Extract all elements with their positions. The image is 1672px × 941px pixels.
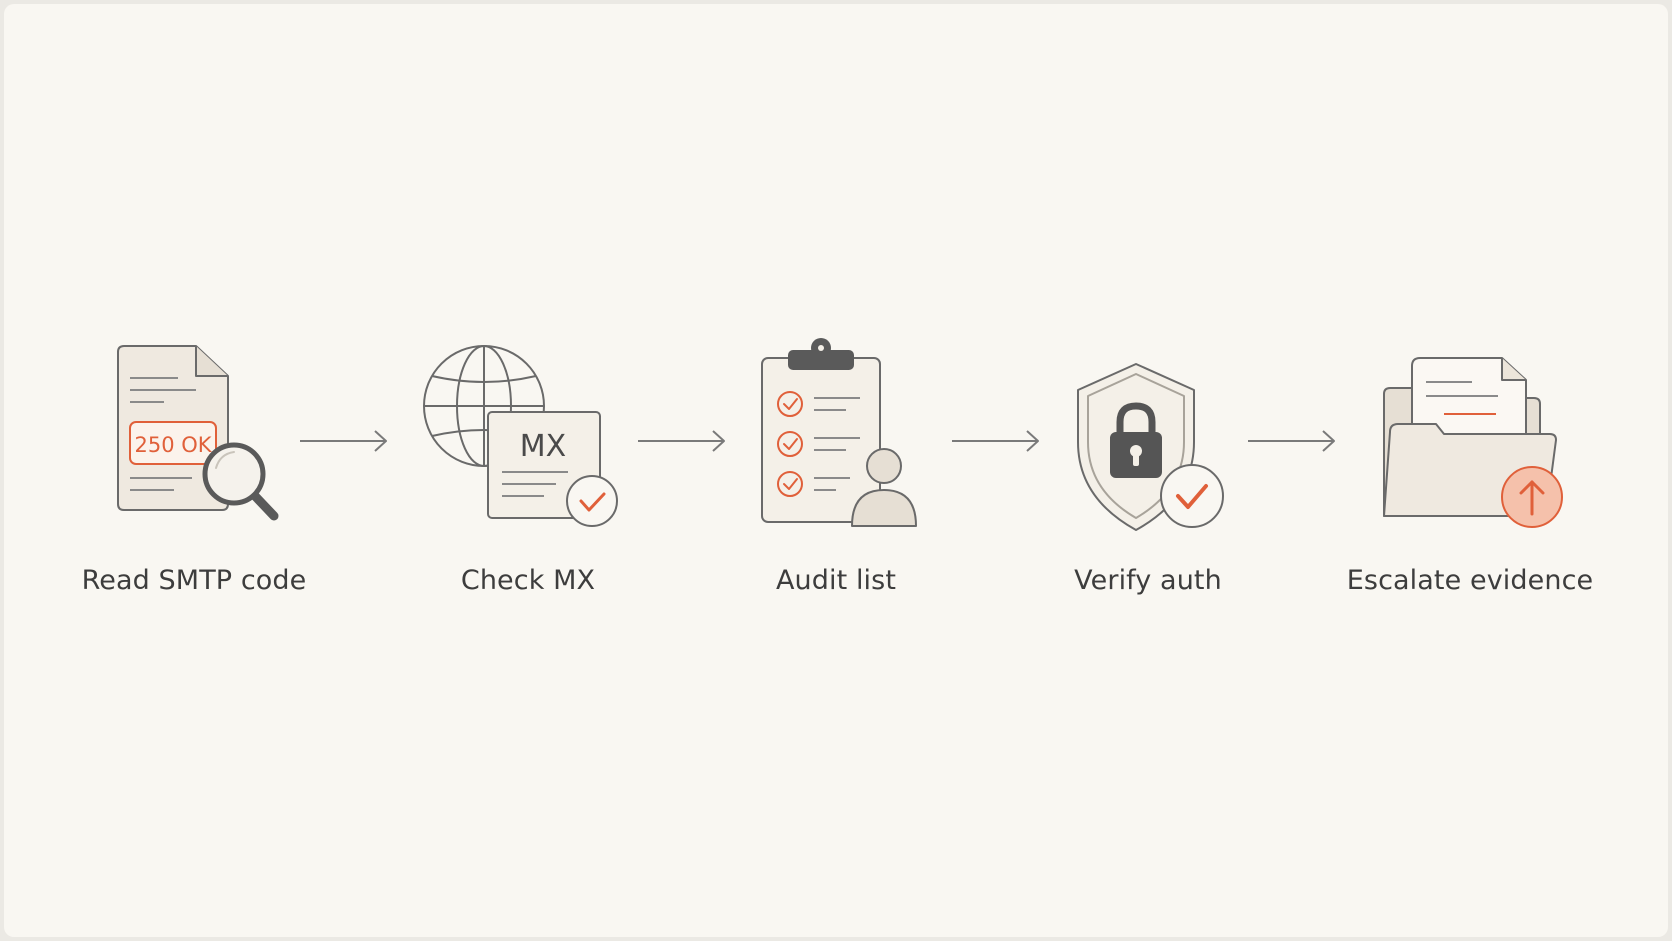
flow-diagram: 250 OK Read SMTP code MX Check MX xyxy=(4,4,1668,937)
shield-lock-check-icon xyxy=(1077,363,1224,531)
smtp-code-badge: 250 OK xyxy=(134,433,212,457)
document-magnifier-icon: 250 OK xyxy=(117,345,279,521)
arrow-right-icon xyxy=(1248,430,1335,452)
mx-record-badge: MX xyxy=(520,429,566,464)
step-label-escalate-evidence: Escalate evidence xyxy=(1346,565,1594,596)
step-label-audit-list: Audit list xyxy=(775,565,897,596)
globe-mx-record-icon: MX xyxy=(423,345,618,527)
step-label-read-smtp-code: Read SMTP code xyxy=(81,565,307,596)
clipboard-checklist-user-icon xyxy=(761,338,917,527)
arrow-right-icon xyxy=(952,430,1039,452)
step-label-verify-auth: Verify auth xyxy=(1074,565,1222,596)
folder-upload-icon xyxy=(1383,357,1563,528)
arrow-right-icon xyxy=(300,430,387,452)
step-label-check-mx: Check MX xyxy=(460,565,596,596)
arrow-right-icon xyxy=(638,430,725,452)
